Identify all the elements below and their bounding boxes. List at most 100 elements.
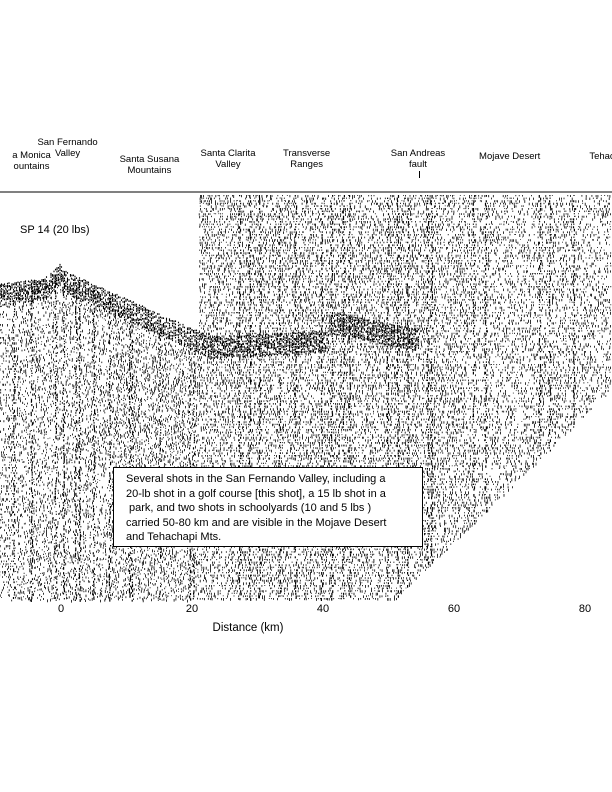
seismic-trace <box>478 197 482 514</box>
seismic-trace <box>498 202 502 499</box>
seismic-trace <box>600 195 604 398</box>
seismic-trace <box>456 202 460 540</box>
seismic-trace <box>444 195 448 551</box>
seismic-trace <box>598 200 602 391</box>
seismic-trace <box>82 284 86 600</box>
seismic-trace <box>556 202 560 439</box>
seismic-trace <box>590 195 594 410</box>
seismic-trace <box>8 285 12 597</box>
seismic-trace <box>114 304 118 597</box>
seismic-trace <box>588 197 592 411</box>
shot-point-label: SP 14 (20 lbs) <box>19 224 91 236</box>
seismic-trace <box>86 291 90 600</box>
annotation-line: Several shots in the San Fernando Valley… <box>126 473 386 485</box>
seismic-trace <box>530 195 534 465</box>
x-tick-label: 80 <box>578 603 592 615</box>
seismic-trace <box>58 276 62 601</box>
seismic-trace <box>434 195 438 553</box>
seismic-trace <box>144 322 148 600</box>
seismic-trace <box>16 290 20 600</box>
seismic-trace <box>60 274 64 594</box>
seismic-trace <box>596 195 600 390</box>
seismic-trace <box>128 315 132 598</box>
seismic-trace <box>442 195 446 553</box>
seismic-trace <box>606 195 609 392</box>
seismic-trace <box>18 288 22 600</box>
seismic-trace <box>462 195 466 534</box>
seismic-trace <box>0 285 2 597</box>
seismic-trace <box>586 208 590 413</box>
x-tick-label: 60 <box>447 603 461 615</box>
seismic-trace <box>24 286 28 600</box>
seismic-trace <box>484 195 488 513</box>
seismic-trace <box>430 195 434 564</box>
seismic-trace <box>76 280 80 595</box>
seismic-trace <box>88 287 92 601</box>
seismic-trace <box>562 197 566 434</box>
seismic-trace <box>146 320 150 598</box>
seismic-trace <box>584 195 588 414</box>
seismic-trace <box>142 318 146 603</box>
seismic-trace <box>536 200 540 456</box>
seismic-trace <box>80 285 84 601</box>
seismic-trace <box>446 195 450 551</box>
seismic-trace <box>482 195 486 512</box>
seismic-trace <box>138 318 142 599</box>
seismic-trace <box>94 293 98 595</box>
seismic-trace <box>490 197 494 506</box>
seismic-trace <box>574 200 578 418</box>
seismic-trace <box>524 197 528 474</box>
seismic-trace <box>522 197 526 476</box>
seismic-trace <box>38 282 42 601</box>
seismic-trace <box>74 282 78 601</box>
seismic-trace <box>448 195 452 545</box>
seismic-trace <box>96 291 100 598</box>
seismic-trace <box>436 195 440 558</box>
seismic-trace <box>124 307 128 599</box>
seismic-trace <box>476 195 480 517</box>
seismic-trace <box>534 202 538 466</box>
seismic-trace <box>542 197 546 454</box>
seismic-trace <box>576 200 580 410</box>
seismic-trace <box>46 282 50 603</box>
seismic-trace <box>470 195 474 527</box>
seismic-trace <box>132 325 136 600</box>
seismic-trace <box>568 195 572 432</box>
seismic-trace <box>100 294 104 597</box>
seismic-trace <box>154 325 158 598</box>
seismic-trace <box>594 195 598 400</box>
seismic-trace <box>454 200 458 536</box>
seismic-trace <box>92 289 96 600</box>
seismic-trace <box>550 195 554 438</box>
seismic-trace <box>160 329 164 601</box>
seismic-trace <box>492 195 496 496</box>
seismic-trace <box>572 195 576 428</box>
seismic-trace <box>106 297 110 599</box>
seismic-trace <box>140 319 144 601</box>
seismic-trace <box>2 285 6 590</box>
seismic-trace <box>608 195 612 385</box>
seismic-trace <box>552 202 556 447</box>
seismic-trace <box>480 195 484 517</box>
seismic-trace <box>422 197 426 569</box>
seismic-trace <box>26 290 30 601</box>
seismic-trace <box>64 274 68 600</box>
seismic-trace <box>90 291 93 601</box>
seismic-trace <box>48 284 52 602</box>
seismic-trace <box>532 197 536 468</box>
seismic-trace <box>102 302 106 602</box>
seismic-trace <box>78 281 82 602</box>
seismic-trace <box>50 281 54 600</box>
seismic-trace <box>582 210 586 418</box>
seismic-trace <box>42 280 46 600</box>
seismic-trace <box>72 278 76 601</box>
seismic-trace <box>500 200 504 489</box>
x-axis-label: Distance (km) <box>212 622 284 634</box>
region-label: Tehach <box>589 151 612 162</box>
annotation-line: park, and two shots in schoolyards (10 a… <box>129 502 372 514</box>
